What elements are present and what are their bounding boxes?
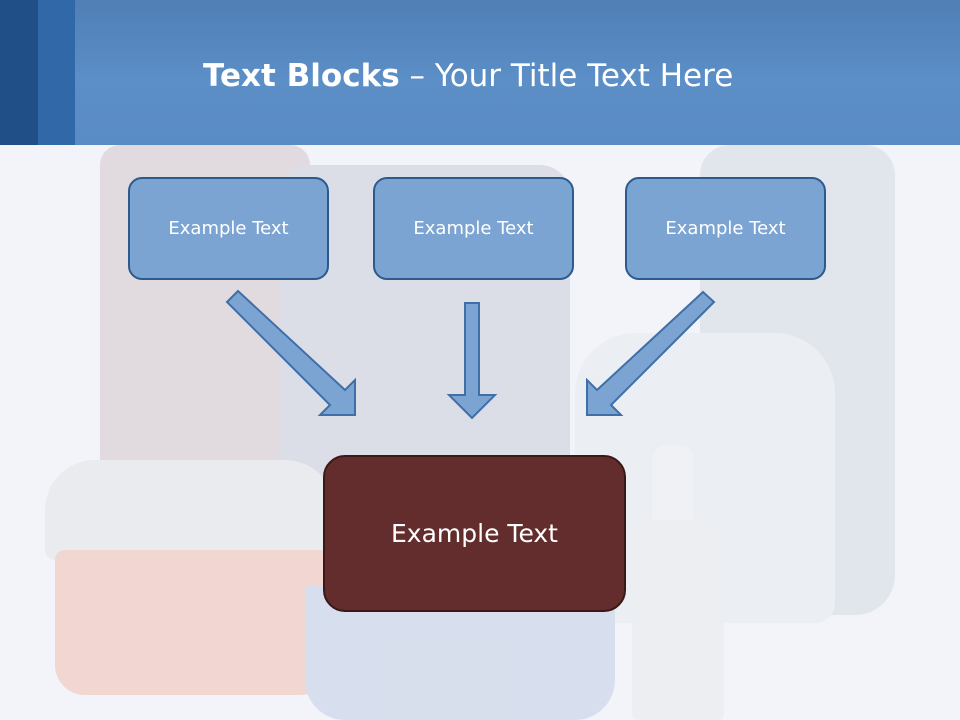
title-band: Text Blocks – Your Title Text Here xyxy=(0,0,960,145)
arrow-down-left[interactable] xyxy=(586,290,716,416)
title-bold: Text Blocks xyxy=(203,58,400,94)
accent-stripe xyxy=(0,0,38,145)
text-box-1[interactable]: Example Text xyxy=(128,177,329,280)
arrow-down-right[interactable] xyxy=(225,289,356,416)
title-rest: Your Title Text Here xyxy=(434,58,734,94)
arrow-down[interactable] xyxy=(446,302,498,420)
text-box-label: Example Text xyxy=(665,218,786,239)
accent-stripe xyxy=(38,0,75,145)
text-box-2[interactable]: Example Text xyxy=(373,177,574,280)
title-dash: – xyxy=(409,58,426,94)
slide-title[interactable]: Text Blocks – Your Title Text Here xyxy=(203,52,733,100)
text-box-label: Example Text xyxy=(413,218,534,239)
jar-lid-shape xyxy=(45,460,335,560)
main-text-box[interactable]: Example Text xyxy=(323,455,626,612)
text-box-label: Example Text xyxy=(168,218,289,239)
jar-shape xyxy=(55,550,330,695)
dropper-bottle-shape xyxy=(632,520,724,720)
main-text-box-label: Example Text xyxy=(391,519,558,548)
dropper-bottle-shape xyxy=(652,445,694,525)
text-box-3[interactable]: Example Text xyxy=(625,177,826,280)
